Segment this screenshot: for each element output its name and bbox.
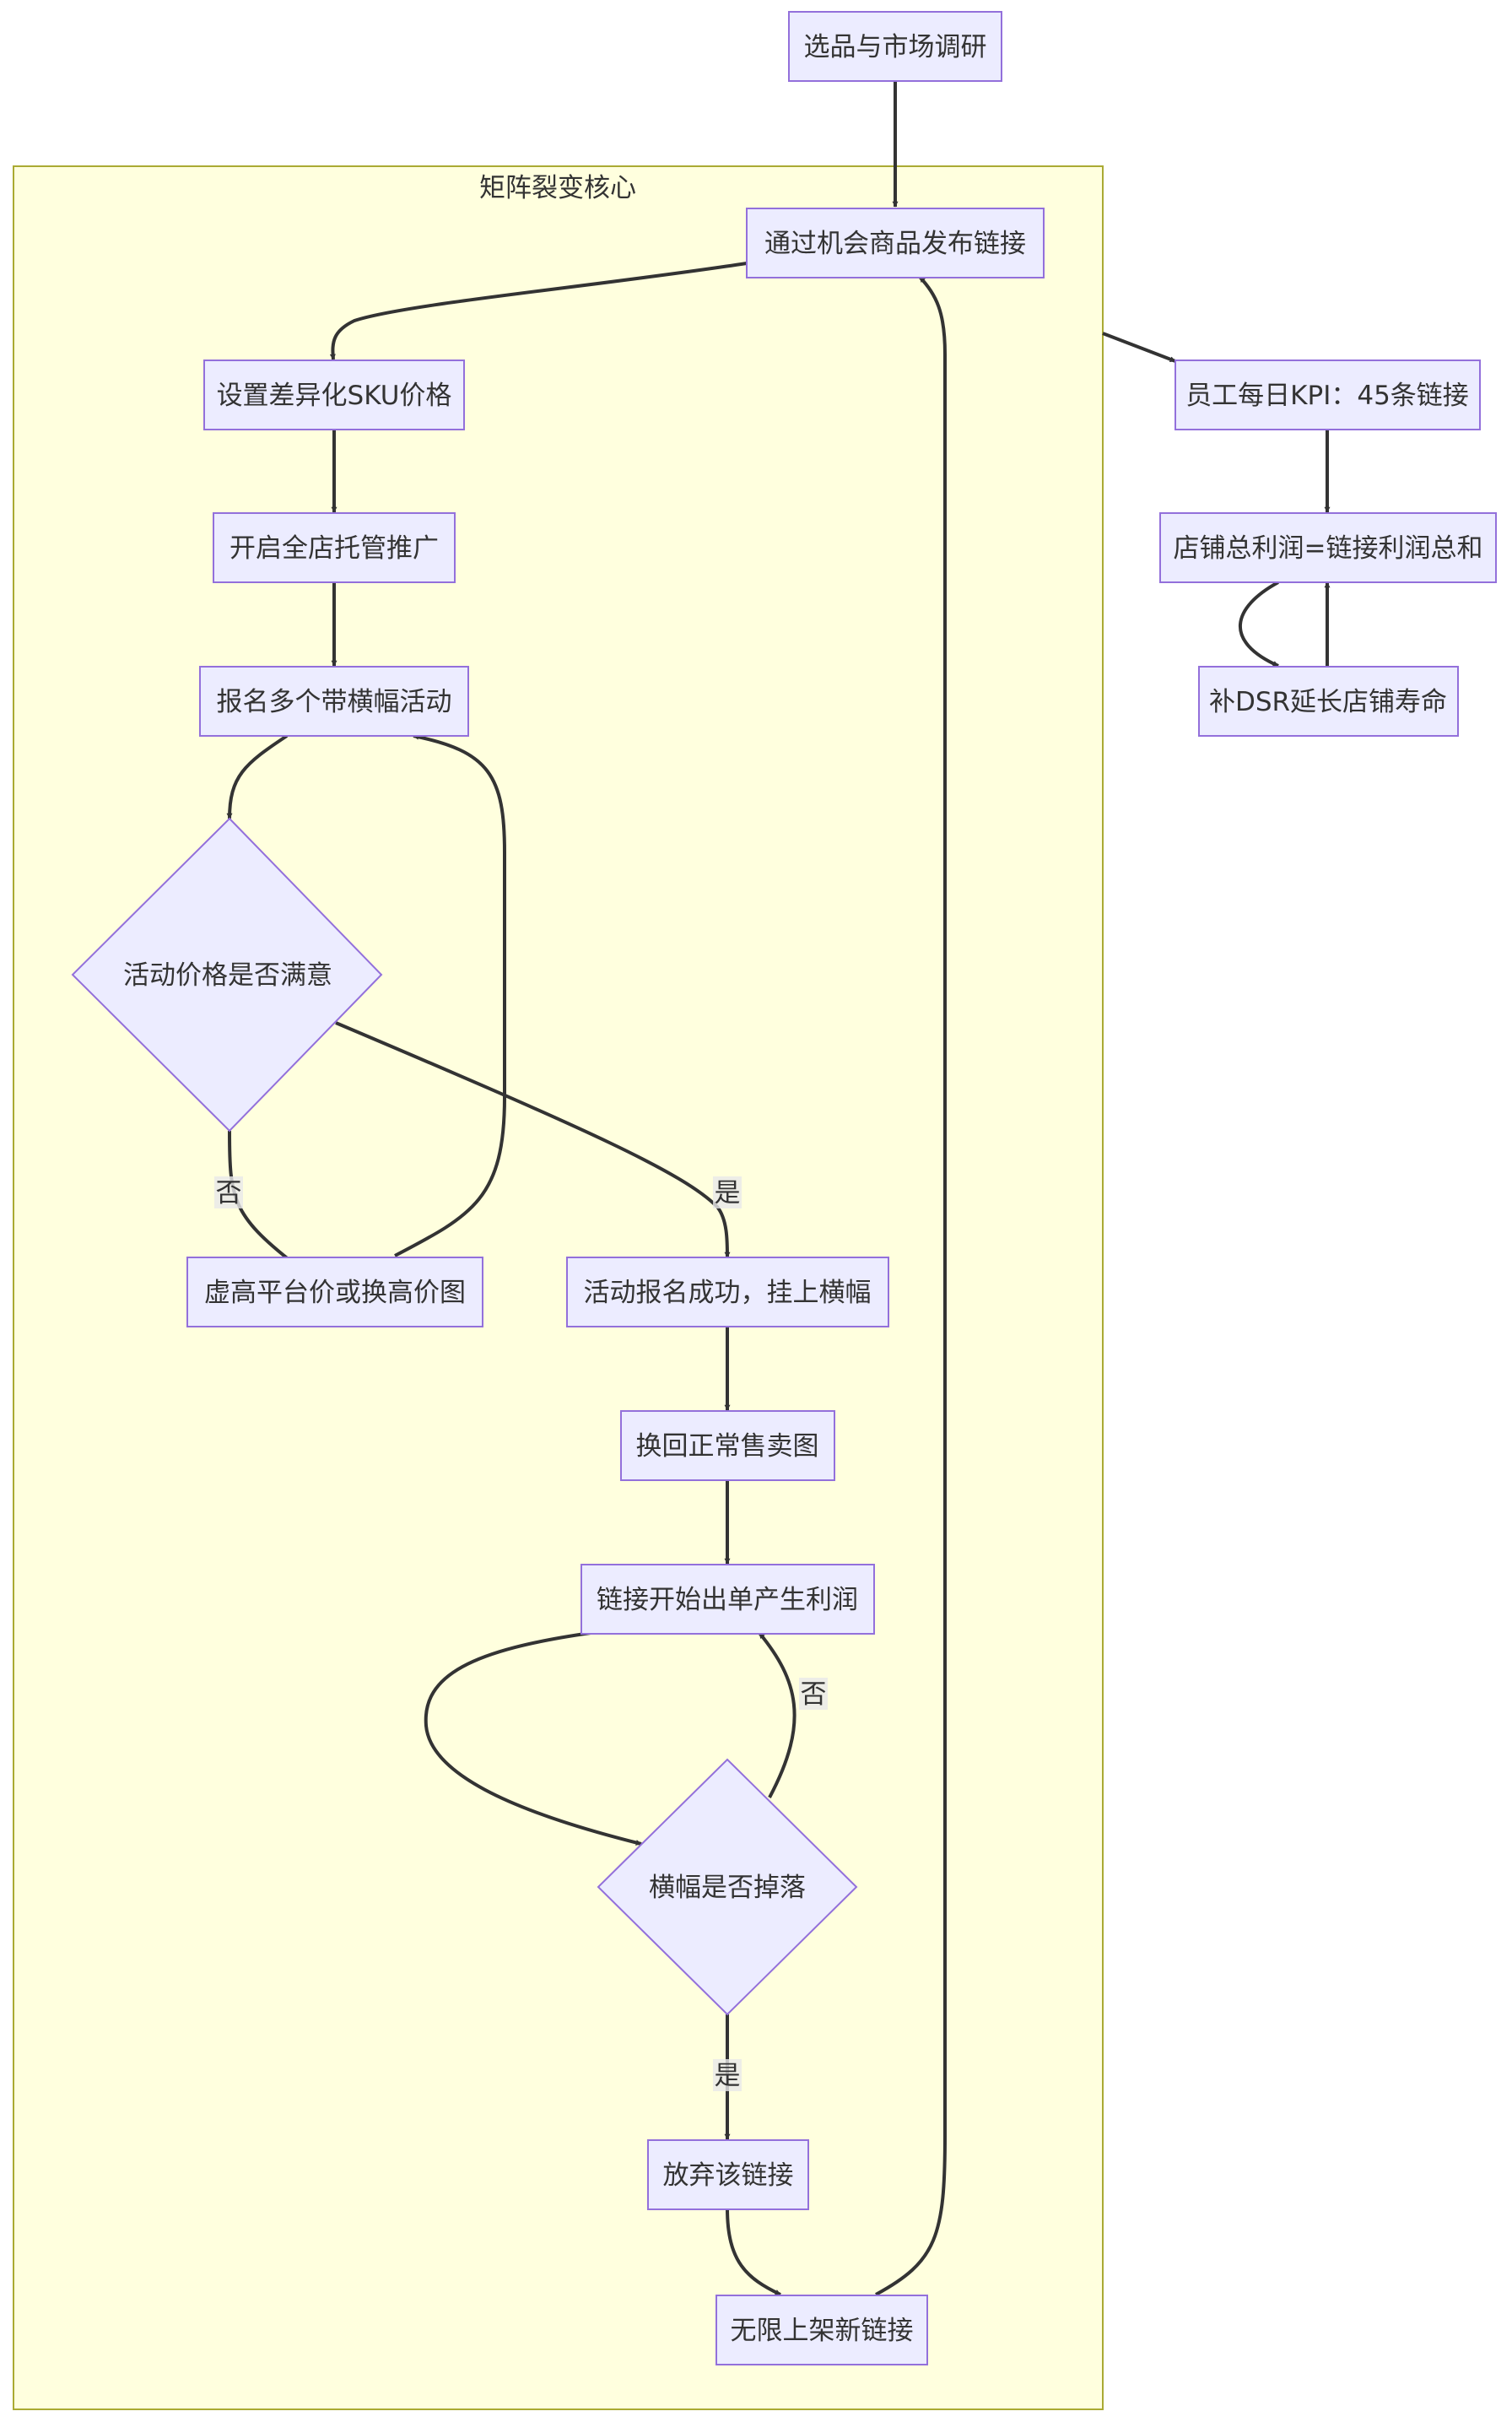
node-kpi: 员工每日KPI：45条链接 bbox=[1174, 360, 1481, 430]
edge-profit-drop bbox=[424, 1631, 642, 1846]
node-abandon: 放弃该链接 bbox=[647, 2139, 809, 2210]
edge-raise-signup bbox=[394, 733, 506, 1257]
node-research: 选品与市场调研 bbox=[788, 11, 1002, 82]
svg-text:活动报名成功，挂上横幅: 活动报名成功，挂上横幅 bbox=[584, 1278, 872, 1308]
svg-text:链接开始出单产生利润: 链接开始出单产生利润 bbox=[597, 1585, 858, 1615]
cluster-title: 矩阵裂变核心 bbox=[479, 173, 636, 203]
node-success: 活动报名成功，挂上横幅 bbox=[566, 1257, 889, 1327]
edge-relist-publish bbox=[875, 275, 947, 2296]
cluster-matrix-core: 矩阵裂变核心 bbox=[13, 165, 1104, 2410]
edge-abandon-relist bbox=[726, 2208, 781, 2296]
edge-label-drop-no: 否 bbox=[801, 1679, 827, 1710]
svg-text:开启全店托管推广: 开启全店托管推广 bbox=[230, 533, 439, 564]
node-signup: 报名多个带横幅活动 bbox=[199, 666, 469, 737]
svg-text:放弃该链接: 放弃该链接 bbox=[663, 2160, 794, 2191]
node-publish: 通过机会商品发布链接 bbox=[746, 208, 1045, 278]
edge-labels: 否 是 否 是 bbox=[214, 1176, 828, 2091]
edge-signup-priceok bbox=[226, 734, 289, 819]
nodes: 选品与市场调研 通过机会商品发布链接 设置差异化SKU价格 开启全店托管推广 报… bbox=[71, 11, 1497, 2365]
svg-text:换回正常售卖图: 换回正常售卖图 bbox=[636, 1431, 819, 1462]
node-price-ok: 活动价格是否满意 bbox=[71, 817, 383, 1133]
svg-text:报名多个带横幅活动: 报名多个带横幅活动 bbox=[217, 687, 452, 717]
node-total-profit: 店铺总利润=链接利润总和 bbox=[1159, 512, 1497, 583]
svg-text:员工每日KPI：45条链接: 员工每日KPI：45条链接 bbox=[1185, 381, 1469, 411]
node-promo: 开启全店托管推广 bbox=[213, 512, 456, 583]
edge-label-price-yes: 是 bbox=[715, 1178, 741, 1208]
node-dsr: 补DSR延长店铺寿命 bbox=[1198, 666, 1459, 737]
edge-label-price-no: 否 bbox=[216, 1178, 242, 1208]
svg-text:店铺总利润=链接利润总和: 店铺总利润=链接利润总和 bbox=[1174, 533, 1483, 564]
svg-text:设置差异化SKU价格: 设置差异化SKU价格 bbox=[217, 381, 452, 411]
node-relist: 无限上架新链接 bbox=[716, 2295, 928, 2365]
node-normal-img: 换回正常售卖图 bbox=[620, 1410, 835, 1481]
node-profit: 链接开始出单产生利润 bbox=[580, 1564, 875, 1635]
svg-text:选品与市场调研: 选品与市场调研 bbox=[804, 32, 987, 62]
edge-priceok-success bbox=[335, 1021, 731, 1258]
node-raise-price: 虚高平台价或换高价图 bbox=[186, 1257, 483, 1327]
cluster-box bbox=[13, 165, 1104, 2410]
edge-total-dsr bbox=[1239, 581, 1279, 668]
svg-text:活动价格是否满意: 活动价格是否满意 bbox=[123, 960, 332, 991]
svg-text:无限上架新链接: 无限上架新链接 bbox=[731, 2316, 914, 2346]
svg-text:通过机会商品发布链接: 通过机会商品发布链接 bbox=[764, 229, 1026, 259]
node-sku: 设置差异化SKU价格 bbox=[203, 360, 465, 430]
edge-label-drop-yes: 是 bbox=[715, 2061, 741, 2091]
node-banner-drop: 横幅是否掉落 bbox=[597, 1758, 858, 2016]
edge-drop-profit bbox=[758, 1631, 796, 1798]
svg-text:虚高平台价或换高价图: 虚高平台价或换高价图 bbox=[204, 1278, 466, 1308]
edge-publish-sku bbox=[329, 262, 748, 360]
edge-cluster-kpi bbox=[1102, 332, 1176, 363]
svg-text:横幅是否掉落: 横幅是否掉落 bbox=[649, 1873, 806, 1903]
svg-text:补DSR延长店铺寿命: 补DSR延长店铺寿命 bbox=[1209, 687, 1447, 717]
